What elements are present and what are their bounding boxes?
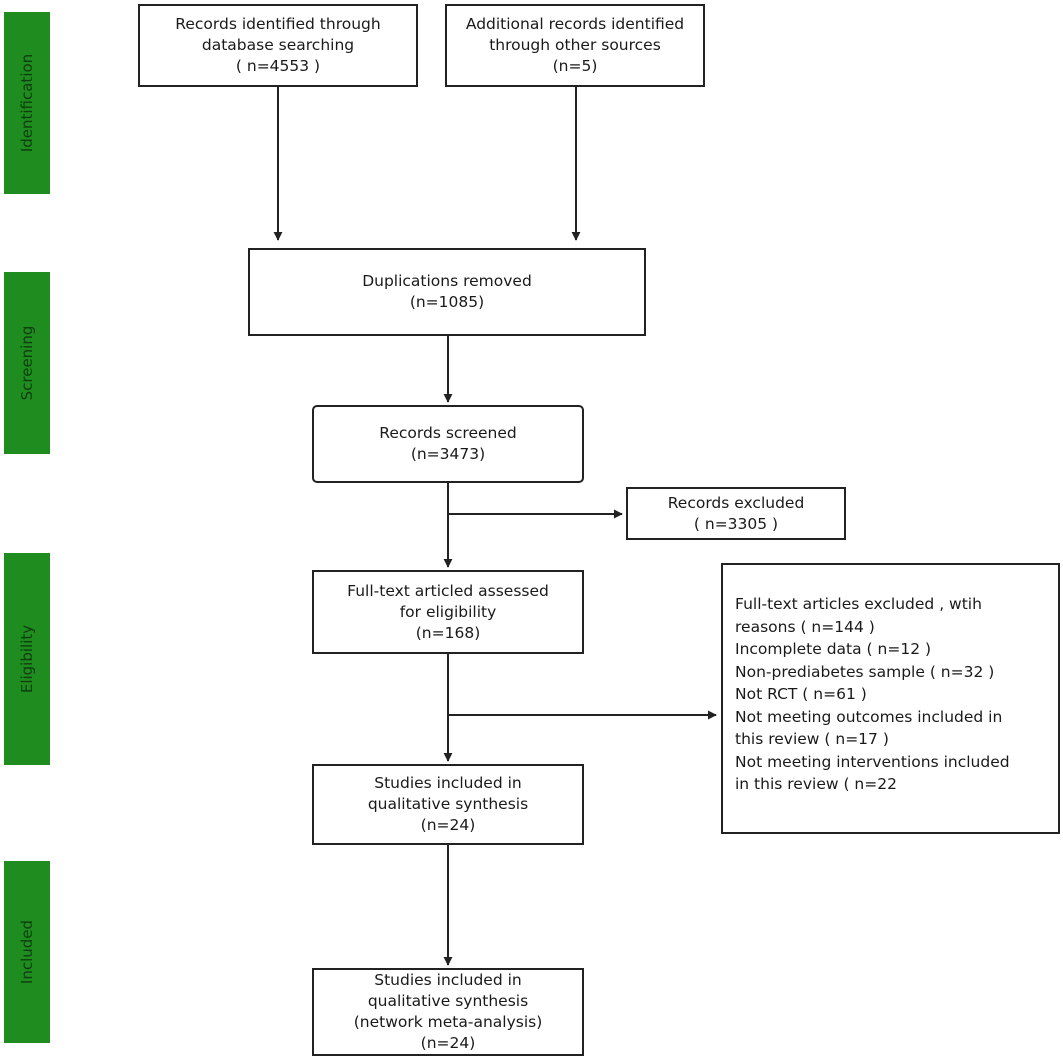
fulltext-line-1: Full-text articled assessed [347,581,549,600]
stage-eligibility: Eligibility [4,553,50,765]
box-qualitative-synthesis: Studies included in qualitative synthesi… [312,764,584,845]
records-excluded-line-1: Records excluded [667,493,805,512]
stage-screening: Screening [4,272,50,454]
box-database-records: Records identified through database sear… [138,4,418,87]
network-line-1: Studies included in [374,971,522,989]
other-sources-line-2: through other sources [489,36,661,54]
box-records-screened: Records screened (n=3473) [312,405,584,483]
other-sources-line-1: Additional records identified [465,15,685,33]
fulltext-excluded-line-3: Incomplete data ( n=12 ) [735,640,932,658]
fulltext-excluded-line-8: Not meeting interventions included [735,752,1010,771]
fulltext-excluded-line-1: Full-text articles excluded , wtih [735,595,982,613]
other-sources-line-3: (n=5) [552,57,598,75]
box-records-excluded: Records excluded ( n=3305 ) [626,487,846,540]
fulltext-excluded-line-4: Non-prediabetes sample ( n=32 ) [735,662,995,681]
box-duplicates-removed: Duplications removed (n=1085) [248,248,646,336]
box-fulltext-assessed: Full-text articled assessed for eligibil… [312,570,584,654]
network-line-4: (n=24) [420,1034,476,1052]
qualitative-line-1: Studies included in [374,774,522,792]
fulltext-excluded-line-6: Not meeting outcomes included in [735,707,1003,726]
fulltext-excluded-line-7: this review ( n=17 ) [735,730,889,748]
stage-identification: Identification [4,12,50,194]
database-line-2: database searching [201,36,355,54]
fulltext-line-3: (n=168) [415,623,481,642]
records-excluded-line-2: ( n=3305 ) [693,514,779,533]
network-line-2: qualitative synthesis [367,992,529,1010]
box-other-sources: Additional records identified through ot… [445,4,705,87]
network-line-3: (network meta-analysis) [353,1013,543,1031]
box-fulltext-excluded: Full-text articles excluded , wtih reaso… [721,563,1060,834]
box-network-meta-analysis: Studies included in qualitative synthesi… [312,968,584,1056]
database-line-3: ( n=4553 ) [235,57,321,75]
screened-line-2: (n=3473) [410,445,486,463]
stage-included: Included [4,861,50,1043]
duplicates-line-1: Duplications removed [362,272,532,290]
screened-line-1: Records screened [379,424,517,442]
fulltext-excluded-line-5: Not RCT ( n=61 ) [735,685,867,703]
fulltext-excluded-line-2: reasons ( n=144 ) [735,617,875,636]
fulltext-line-2: for eligibility [399,602,497,621]
fulltext-excluded-line-9: in this review ( n=22 [735,775,897,793]
qualitative-line-2: qualitative synthesis [367,795,529,813]
duplicates-line-2: (n=1085) [409,293,485,311]
qualitative-line-3: (n=24) [420,816,476,834]
database-line-1: Records identified through [175,15,381,33]
